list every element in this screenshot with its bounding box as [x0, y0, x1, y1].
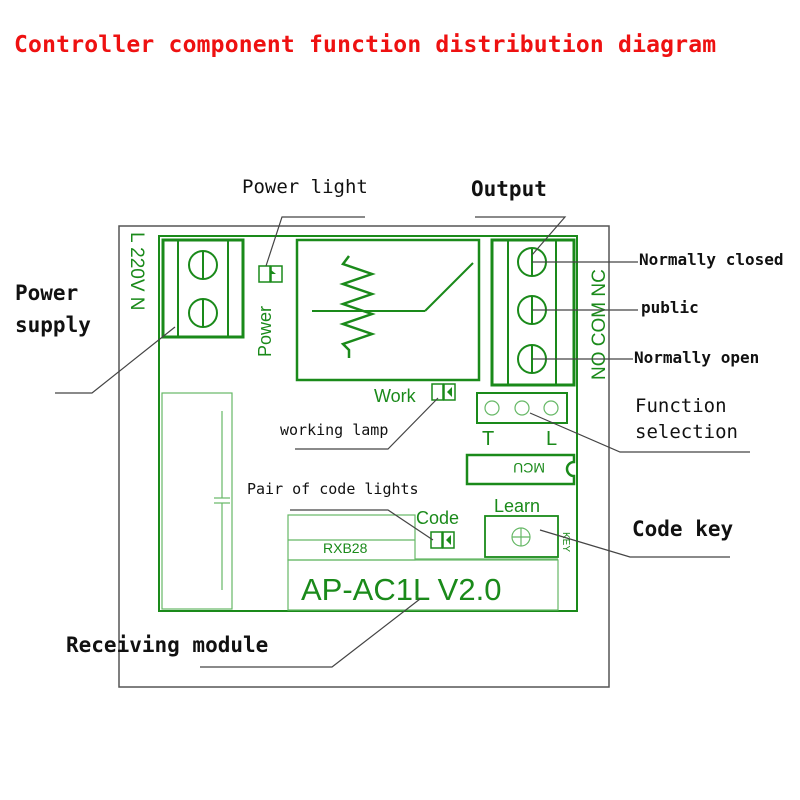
key-label: KEY	[560, 532, 571, 552]
receiving-module	[287, 514, 559, 611]
callout-public: public	[641, 298, 699, 317]
callout-function-selection-line2: selection	[635, 421, 738, 443]
jumper-pin-1	[484, 400, 500, 416]
work-led	[431, 383, 456, 401]
pcb-border	[158, 235, 578, 612]
callout-receiving-module: Receiving module	[66, 633, 269, 657]
learn-label: Learn	[494, 496, 540, 516]
learn-key-button	[484, 515, 559, 558]
model-label: AP-AC1L V2.0	[301, 572, 501, 607]
jumper-label-t: T	[482, 428, 494, 450]
relay	[295, 238, 481, 382]
callout-output: Output	[471, 177, 547, 201]
power-led	[258, 265, 283, 283]
callout-normally-open: Normally open	[634, 348, 760, 367]
mcu-chip	[465, 453, 576, 486]
code-led-label: Code	[416, 508, 459, 528]
leader-lines	[55, 216, 750, 668]
diagram-title: Controller component function distributi…	[14, 32, 717, 58]
output-terminal-label: NO COM NC	[589, 269, 610, 380]
jumper-pin-3	[543, 400, 559, 416]
callout-power-supply-line1: Power	[15, 281, 79, 305]
leader-receiving-module	[200, 598, 421, 668]
capacitor-area	[161, 392, 233, 610]
callout-code-key: Code key	[632, 517, 734, 541]
leader-working-lamp	[295, 397, 439, 450]
leader-power-supply	[55, 326, 176, 394]
module-label: RXB28	[323, 540, 368, 556]
leader-output	[475, 216, 567, 256]
leader-code-lights	[290, 509, 434, 541]
work-led-label: Work	[374, 386, 417, 406]
input-terminal-label: L 220V N	[126, 232, 147, 311]
callout-pair-of-code-lights: Pair of code lights	[247, 480, 419, 498]
callout-power-light: Power light	[242, 176, 368, 198]
callout-power-supply-line2: supply	[15, 313, 91, 337]
function-jumper	[476, 392, 568, 424]
callout-working-lamp: working lamp	[280, 421, 389, 439]
callout-normally-closed: Normally closed	[639, 250, 784, 269]
leader-function-selection	[529, 412, 750, 453]
leader-power-light	[265, 216, 365, 267]
callout-function-selection-line1: Function	[635, 395, 727, 417]
power-led-label: Power	[255, 306, 275, 357]
board-outline	[118, 225, 610, 688]
leader-code-key	[539, 529, 730, 558]
code-led	[430, 531, 455, 549]
input-terminal-block	[161, 238, 245, 339]
mcu-label: MCU	[513, 460, 545, 476]
jumper-pin-2	[514, 400, 530, 416]
jumper-label-l: L	[546, 428, 557, 450]
